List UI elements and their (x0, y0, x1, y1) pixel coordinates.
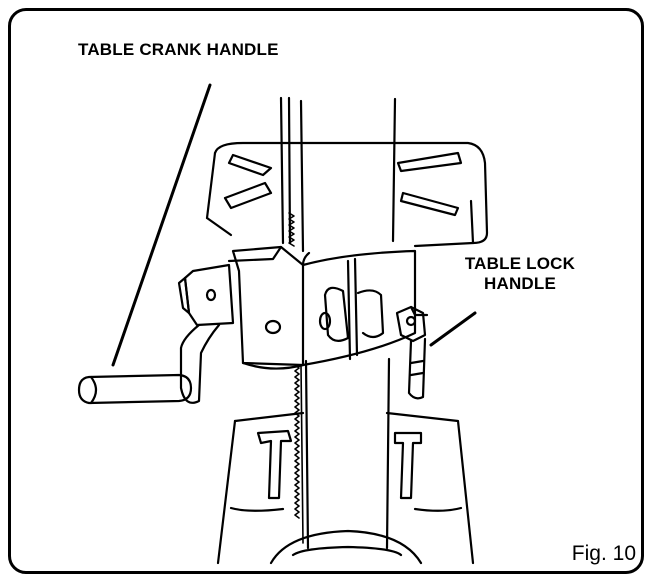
crank-handle-label: TABLE CRANK HANDLE (78, 40, 279, 59)
rack-lower (294, 364, 300, 519)
drill-press-table-illustration (77, 83, 489, 565)
crank-grip (77, 373, 193, 405)
figure-caption-number: 10 (612, 542, 636, 565)
drill-base (216, 411, 475, 565)
figure-caption: Fig. 10 (572, 542, 636, 566)
figure-frame (8, 8, 644, 574)
figure-caption-label: Fig. (571, 542, 607, 565)
lock-boss (318, 286, 385, 342)
table-top (205, 141, 489, 248)
table-collar (227, 245, 417, 370)
crank-leader-line (111, 83, 212, 367)
lock-handle-label-line2: HANDLE (483, 274, 557, 293)
rack-upper (288, 212, 295, 247)
table-lock-handle (395, 305, 429, 400)
crank-assembly (177, 263, 235, 404)
lock-leader-line (429, 311, 477, 347)
lock-handle-label-line1: TABLE LOCK (464, 254, 576, 273)
lock-handle-label: TABLE LOCK HANDLE (445, 254, 595, 294)
